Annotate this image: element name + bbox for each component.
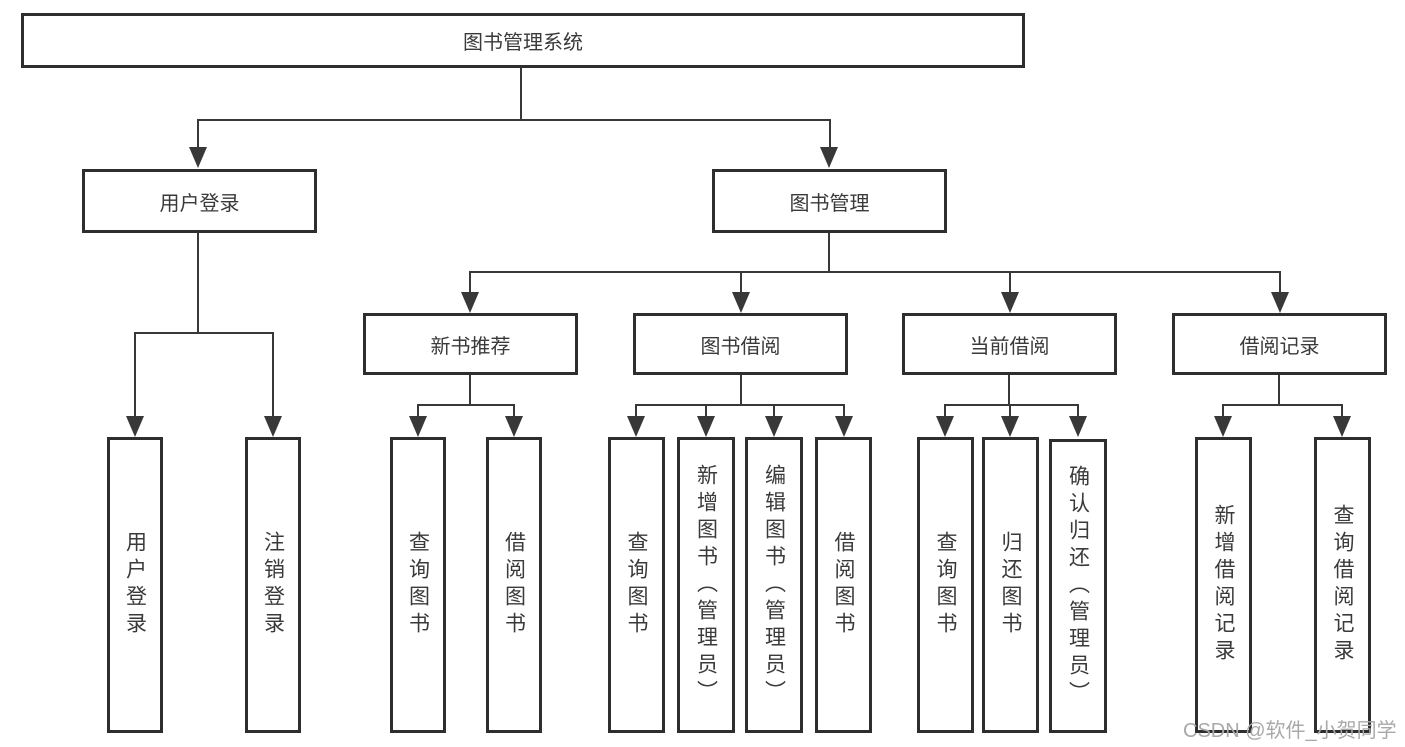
connector-line: [1009, 271, 1011, 295]
leaf-bb-query-books: 查询图书: [608, 437, 665, 733]
node-book-management: 图书管理: [712, 169, 947, 233]
arrow-down-icon: [835, 416, 853, 437]
arrow-down-icon: [189, 147, 207, 168]
arrow-down-icon: [765, 416, 783, 437]
node-label: 借阅记录: [1239, 335, 1320, 358]
connector-line: [829, 119, 831, 150]
connector-line: [944, 404, 1079, 406]
connector-line: [843, 404, 845, 418]
node-label: 查询图书: [406, 531, 430, 639]
connector-line: [773, 404, 775, 418]
connector-line: [1278, 375, 1280, 406]
node-label: 查询图书: [625, 531, 648, 639]
connector-line: [1077, 404, 1079, 418]
node-library-system: 图书管理系统: [21, 13, 1025, 68]
arrow-down-icon: [732, 292, 750, 313]
node-label: 用户登录: [123, 531, 147, 639]
connector-line: [417, 404, 515, 406]
connector-line: [469, 375, 471, 406]
connector-line: [1222, 404, 1343, 406]
connector-line: [1341, 404, 1343, 418]
node-label: 借阅图书: [502, 531, 526, 639]
arrow-down-icon: [1333, 416, 1351, 437]
arrow-down-icon: [264, 416, 282, 437]
node-borrowing-records: 借阅记录: [1172, 313, 1387, 375]
node-label: 图书借阅: [700, 335, 781, 358]
leaf-bb-add-books-admin: 新增图书（管理员）: [677, 437, 735, 733]
connector-line: [513, 404, 515, 418]
arrow-down-icon: [820, 147, 838, 168]
node-label: 确认归还（管理员）: [1066, 464, 1090, 708]
node-label: 图书管理: [789, 192, 870, 215]
arrow-down-icon: [1069, 416, 1087, 437]
node-label: 借阅图书: [832, 531, 855, 639]
node-current-borrowing: 当前借阅: [902, 313, 1117, 375]
node-label: 新增借阅记录: [1212, 504, 1235, 666]
connector-line: [705, 404, 707, 418]
arrow-down-icon: [697, 416, 715, 437]
connector-line: [469, 271, 471, 295]
node-book-borrowing: 图书借阅: [633, 313, 848, 375]
node-label: 当前借阅: [969, 335, 1050, 358]
leaf-nb-query-books: 查询图书: [390, 437, 446, 733]
connector-line: [520, 68, 522, 121]
arrow-down-icon: [1214, 416, 1232, 437]
node-label: 查询图书: [934, 531, 957, 639]
connector-line: [197, 119, 199, 150]
node-label: 查询借阅记录: [1331, 504, 1354, 666]
leaf-nb-borrow-books: 借阅图书: [486, 437, 542, 733]
connector-line: [828, 233, 830, 273]
arrow-down-icon: [505, 416, 523, 437]
node-label: 注销登录: [261, 531, 285, 639]
node-label: 编辑图书（管理员）: [762, 463, 786, 707]
connector-line: [944, 404, 946, 418]
node-label: 新书推荐: [430, 335, 511, 358]
connector-line: [740, 271, 742, 295]
leaf-br-add-record: 新增借阅记录: [1195, 437, 1252, 733]
arrow-down-icon: [627, 416, 645, 437]
leaf-bb-borrow-books: 借阅图书: [815, 437, 872, 733]
connector-line: [1222, 404, 1224, 418]
node-label: 图书管理系统: [463, 32, 583, 54]
arrow-down-icon: [461, 292, 479, 313]
node-label: 新增图书（管理员）: [694, 463, 718, 707]
leaf-br-query-record: 查询借阅记录: [1314, 437, 1371, 733]
connector-line: [469, 271, 1281, 273]
leaf-cb-query-books: 查询图书: [917, 437, 974, 733]
node-user-login: 用户登录: [82, 169, 317, 233]
arrow-down-icon: [1271, 292, 1289, 313]
connector-line: [197, 233, 199, 334]
connector-line: [1008, 375, 1010, 406]
connector-line: [197, 119, 831, 121]
connector-line: [635, 404, 845, 406]
arrow-down-icon: [409, 416, 427, 437]
leaf-cb-confirm-return-admin: 确认归还（管理员）: [1049, 439, 1107, 733]
connector-line: [272, 332, 274, 416]
node-new-book-recommend: 新书推荐: [363, 313, 578, 375]
arrow-down-icon: [1001, 292, 1019, 313]
leaf-user-login: 用户登录: [107, 437, 163, 733]
csdn-watermark: CSDN @软件_小贺同学: [1183, 720, 1397, 742]
node-label: 用户登录: [159, 192, 240, 215]
connector-line: [1279, 271, 1281, 295]
arrow-down-icon: [126, 416, 144, 437]
connector-line: [1009, 404, 1011, 418]
connector-line: [740, 375, 742, 406]
connector-line: [134, 332, 136, 416]
arrow-down-icon: [936, 416, 954, 437]
leaf-cb-return-books: 归还图书: [982, 437, 1039, 733]
arrow-down-icon: [1001, 416, 1019, 437]
node-label: 归还图书: [999, 531, 1022, 639]
leaf-logout: 注销登录: [245, 437, 301, 733]
leaf-bb-edit-books-admin: 编辑图书（管理员）: [745, 437, 803, 733]
connector-line: [635, 404, 637, 418]
connector-line: [134, 332, 274, 334]
connector-line: [417, 404, 419, 418]
